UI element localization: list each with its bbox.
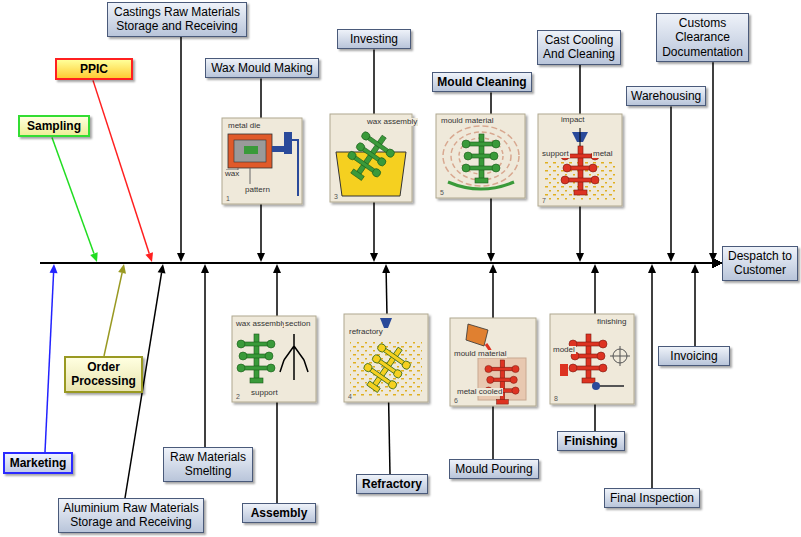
callout-number: 1	[225, 195, 231, 202]
process-box: Investing	[337, 29, 411, 49]
marketing-box: Marketing	[3, 452, 73, 474]
box-text: Investing	[342, 32, 406, 46]
process-box: Invoicing	[658, 346, 730, 366]
part-label: mould material	[440, 117, 494, 125]
callout-number: 2	[235, 393, 241, 400]
investing-panel	[330, 114, 412, 202]
box-text: Refractory	[361, 477, 423, 491]
flow-arrow	[177, 37, 721, 263]
part-label: metal	[592, 150, 614, 158]
box-text: Sampling	[24, 119, 84, 133]
cast-cooling-panel	[538, 114, 622, 206]
box-text: Finishing	[562, 434, 620, 448]
part-label: support	[541, 150, 570, 158]
part-label: model	[552, 346, 576, 354]
refractory-panel	[344, 314, 428, 402]
process-box: Finishing	[557, 431, 625, 451]
ppic-box: PPIC	[55, 58, 133, 80]
process-box: Customs Clearance Documentation	[656, 13, 749, 62]
flow-arrow	[709, 62, 721, 263]
process-box: Refractory	[356, 474, 428, 494]
assembly-panel	[232, 316, 316, 402]
box-text: Cast Cooling And Cleaning	[542, 33, 616, 62]
process-box: Mould Pouring	[449, 459, 539, 479]
part-label: finishing	[596, 318, 627, 326]
part-label: mould material	[453, 350, 507, 358]
callout-number: 5	[439, 189, 445, 196]
box-text: PPIC	[61, 62, 127, 76]
box-text: Invoicing	[663, 349, 725, 363]
order-box: Order Processing	[64, 356, 143, 393]
box-text: Warehousing	[631, 89, 701, 103]
part-label: wax assembly	[366, 118, 418, 126]
part-label: refractory	[348, 328, 384, 336]
flow-arrow	[691, 263, 721, 346]
box-text: Customs Clearance Documentation	[661, 16, 744, 59]
process-box: Raw Materials Smelting	[163, 447, 253, 482]
part-label: section	[284, 320, 311, 328]
callout-number: 6	[453, 397, 459, 404]
callout-number: 3	[333, 193, 339, 200]
box-text: Raw Materials Smelting	[168, 450, 248, 479]
storage-box: Aluminium Raw Materials Storage and Rece…	[58, 498, 204, 533]
flow-arrow	[93, 80, 721, 263]
box-text: Final Inspection	[609, 491, 695, 505]
flow-arrow	[201, 263, 721, 447]
flow-arrow	[382, 263, 721, 474]
process-box: Assembly	[242, 503, 316, 523]
process-box: Wax Mould Making	[205, 58, 319, 78]
sampling-box: Sampling	[18, 115, 90, 137]
box-text: Despatch to Customer	[727, 249, 793, 278]
part-label: wax	[224, 170, 240, 178]
flow-arrow	[257, 78, 721, 263]
despatch-box: Despatch to Customer	[722, 246, 798, 281]
flow-arrow	[370, 49, 721, 263]
part-label: pattern	[244, 186, 271, 194]
box-text: Mould Pouring	[454, 462, 534, 476]
box-text: Castings Raw Materials Storage and Recei…	[112, 5, 242, 34]
part-label: impact	[560, 116, 586, 124]
flow-arrow	[45, 263, 721, 452]
process-box: Warehousing	[626, 86, 706, 106]
finishing-panel	[550, 314, 634, 404]
box-text: Wax Mould Making	[210, 61, 314, 75]
process-box: Final Inspection	[604, 488, 700, 508]
flow-arrow	[125, 263, 721, 498]
part-label: metal die	[227, 122, 261, 130]
box-text: Aluminium Raw Materials Storage and Rece…	[63, 501, 199, 530]
box-text: Mould Cleaning	[437, 75, 527, 89]
callout-number: 4	[347, 393, 353, 400]
callout-number: 8	[553, 395, 559, 402]
box-text: Order Processing	[70, 360, 137, 389]
flow-arrow	[648, 263, 721, 488]
mould-cleaning-panel	[436, 114, 525, 198]
wax-die-panel	[222, 118, 302, 204]
box-text: Marketing	[9, 456, 67, 470]
part-label: wax assembly	[235, 320, 287, 328]
flow-arrow	[273, 263, 721, 503]
callout-number: 7	[541, 197, 547, 204]
part-label: support	[250, 389, 279, 397]
part-label: metal cooled	[456, 388, 503, 396]
storage-box: Castings Raw Materials Storage and Recei…	[107, 2, 247, 37]
box-text: Assembly	[247, 506, 311, 520]
process-box: Cast Cooling And Cleaning	[537, 30, 621, 65]
mould-pouring-panel	[450, 318, 536, 406]
process-box: Mould Cleaning	[432, 72, 532, 92]
